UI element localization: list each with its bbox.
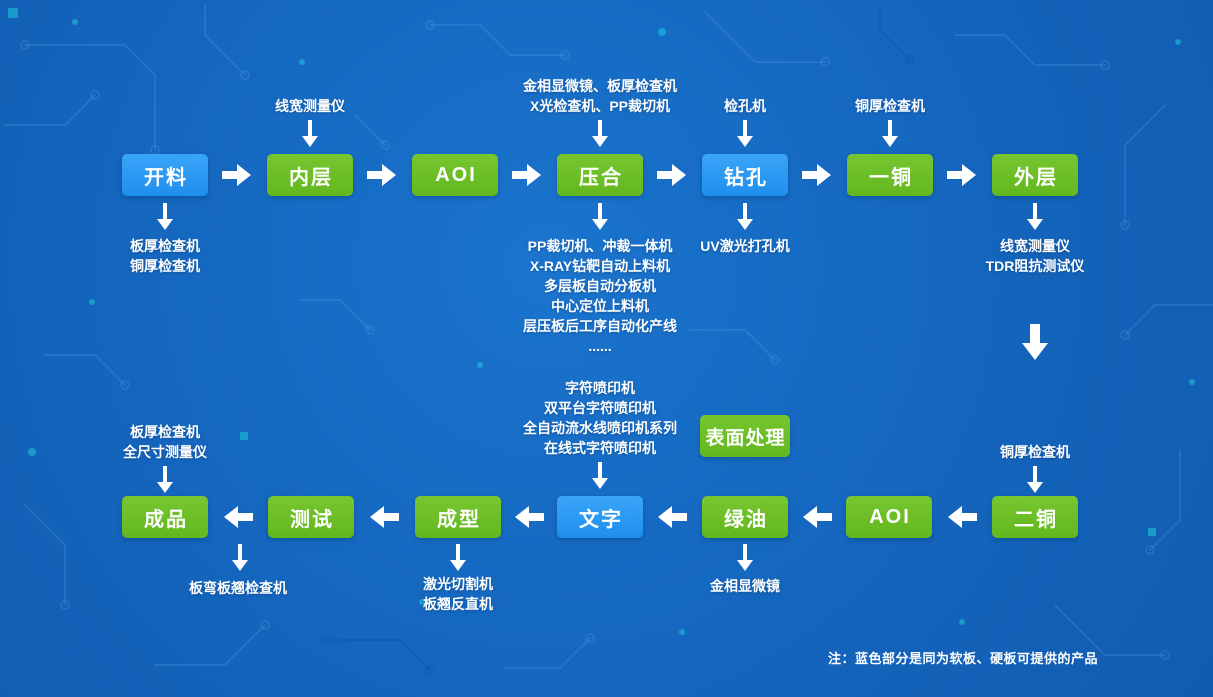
annotation-second-copper-above: 铜厚检查机	[1000, 442, 1070, 462]
arrow-down-large-icon	[1022, 324, 1048, 360]
annotation-line: 金相显微镜	[710, 578, 780, 594]
annotation-solder-mask-below: 金相显微镜	[710, 576, 780, 596]
annotation-line: 全自动流水线喷印机系列	[523, 420, 677, 436]
arrow-down-icon	[737, 120, 753, 147]
annotation-forming-below: 激光切割机 板翘反直机	[423, 574, 493, 614]
flow-step-finished-product: 成品	[122, 496, 208, 538]
arrow-left-icon	[801, 506, 833, 528]
annotation-line: 铜厚检查机	[855, 98, 925, 114]
annotation-line: 板翘反直机	[423, 596, 493, 612]
annotation-line: 字符喷印机	[565, 380, 635, 396]
flow-step-aoi-2: AOI	[846, 496, 932, 538]
arrow-down-icon	[302, 120, 318, 147]
arrow-left-icon	[222, 506, 254, 528]
arrow-left-icon	[946, 506, 978, 528]
arrow-down-icon	[1027, 203, 1043, 230]
annotation-line: 全尺寸测量仪	[123, 444, 207, 460]
arrow-down-icon	[1027, 466, 1043, 493]
annotation-line: 板弯板翘检查机	[189, 580, 287, 596]
arrow-right-icon	[221, 164, 253, 186]
footnote: 注：蓝色部分是同为软板、硬板可提供的产品	[828, 651, 1099, 666]
annotation-line: 在线式字符喷印机	[544, 440, 656, 456]
flow-step-surface-treatment: 表面处理	[700, 415, 790, 457]
arrow-left-icon	[656, 506, 688, 528]
annotation-line: UV激光打孔机	[700, 238, 790, 254]
annotation-line: 层压板后工序自动化产线	[523, 318, 677, 334]
annotation-drilling-above: 检孔机	[724, 96, 766, 116]
arrow-right-icon	[366, 164, 398, 186]
flow-step-aoi-1: AOI	[412, 154, 498, 196]
annotation-finished-above: 板厚检查机 全尺寸测量仪	[123, 422, 207, 462]
flow-step-second-copper: 二铜	[992, 496, 1078, 538]
flow-step-solder-mask: 绿油	[702, 496, 788, 538]
annotation-line: ......	[588, 338, 612, 354]
flow-step-testing: 测试	[268, 496, 354, 538]
arrow-right-icon	[511, 164, 543, 186]
annotation-line: 金相显微镜、板厚检查机	[523, 78, 677, 94]
annotation-line: X-RAY钻靶自动上料机	[529, 258, 671, 274]
arrow-left-icon	[368, 506, 400, 528]
flow-step-lamination: 压合	[557, 154, 643, 196]
annotation-line: 多层板自动分板机	[544, 278, 656, 294]
arrow-down-icon	[737, 203, 753, 230]
arrow-right-icon	[801, 164, 833, 186]
annotation-line: 铜厚检查机	[130, 258, 200, 274]
annotation-line: 板厚检查机	[130, 238, 200, 254]
annotation-line: 板厚检查机	[130, 424, 200, 440]
arrow-down-icon	[157, 466, 173, 493]
arrow-right-icon	[656, 164, 688, 186]
annotation-lamination-above: 金相显微镜、板厚检查机 X光检查机、PP裁切机	[523, 76, 677, 116]
arrow-left-icon	[513, 506, 545, 528]
annotation-lamination-below: PP裁切机、冲裁一体机 X-RAY钻靶自动上料机 多层板自动分板机 中心定位上料…	[523, 236, 677, 356]
flow-step-cutting: 开料	[122, 154, 208, 196]
flow-step-forming: 成型	[415, 496, 501, 538]
annotation-outer-layer-below: 线宽测量仪 TDR阻抗测试仪	[986, 236, 1085, 276]
annotation-first-copper-above: 铜厚检查机	[855, 96, 925, 116]
annotation-line: 线宽测量仪	[1000, 238, 1070, 254]
arrow-down-icon	[157, 203, 173, 230]
arrow-down-icon	[592, 203, 608, 230]
annotation-line: 激光切割机	[423, 576, 493, 592]
arrow-down-icon	[592, 462, 608, 489]
flow-step-inner-layer: 内层	[267, 154, 353, 196]
annotation-cutting-below: 板厚检查机 铜厚检查机	[130, 236, 200, 276]
annotation-line: 线宽测量仪	[275, 98, 345, 114]
annotation-line: PP裁切机、冲裁一体机	[527, 238, 673, 254]
arrow-down-icon	[882, 120, 898, 147]
annotation-line: TDR阻抗测试仪	[985, 258, 1085, 274]
flow-step-drilling: 钻孔	[702, 154, 788, 196]
annotation-inner-layer-above: 线宽测量仪	[275, 96, 345, 116]
arrow-down-icon	[592, 120, 608, 147]
annotation-line: 检孔机	[724, 98, 766, 114]
flow-step-outer-layer: 外层	[992, 154, 1078, 196]
annotation-line: 双平台字符喷印机	[544, 400, 656, 416]
annotation-drilling-below: UV激光打孔机	[700, 236, 789, 256]
flow-step-legend-printing: 文字	[557, 496, 643, 538]
annotation-line: 铜厚检查机	[1000, 444, 1070, 460]
arrow-down-icon	[232, 544, 248, 571]
annotation-legend-above: 字符喷印机 双平台字符喷印机 全自动流水线喷印机系列 在线式字符喷印机	[523, 378, 677, 458]
arrow-down-icon	[450, 544, 466, 571]
arrow-down-icon	[737, 544, 753, 571]
annotation-finished-below: 板弯板翘检查机	[189, 578, 287, 598]
annotation-line: X光检查机、PP裁切机	[529, 98, 670, 114]
annotation-line: 中心定位上料机	[551, 298, 649, 314]
arrow-right-icon	[946, 164, 978, 186]
flow-step-first-copper: 一铜	[847, 154, 933, 196]
